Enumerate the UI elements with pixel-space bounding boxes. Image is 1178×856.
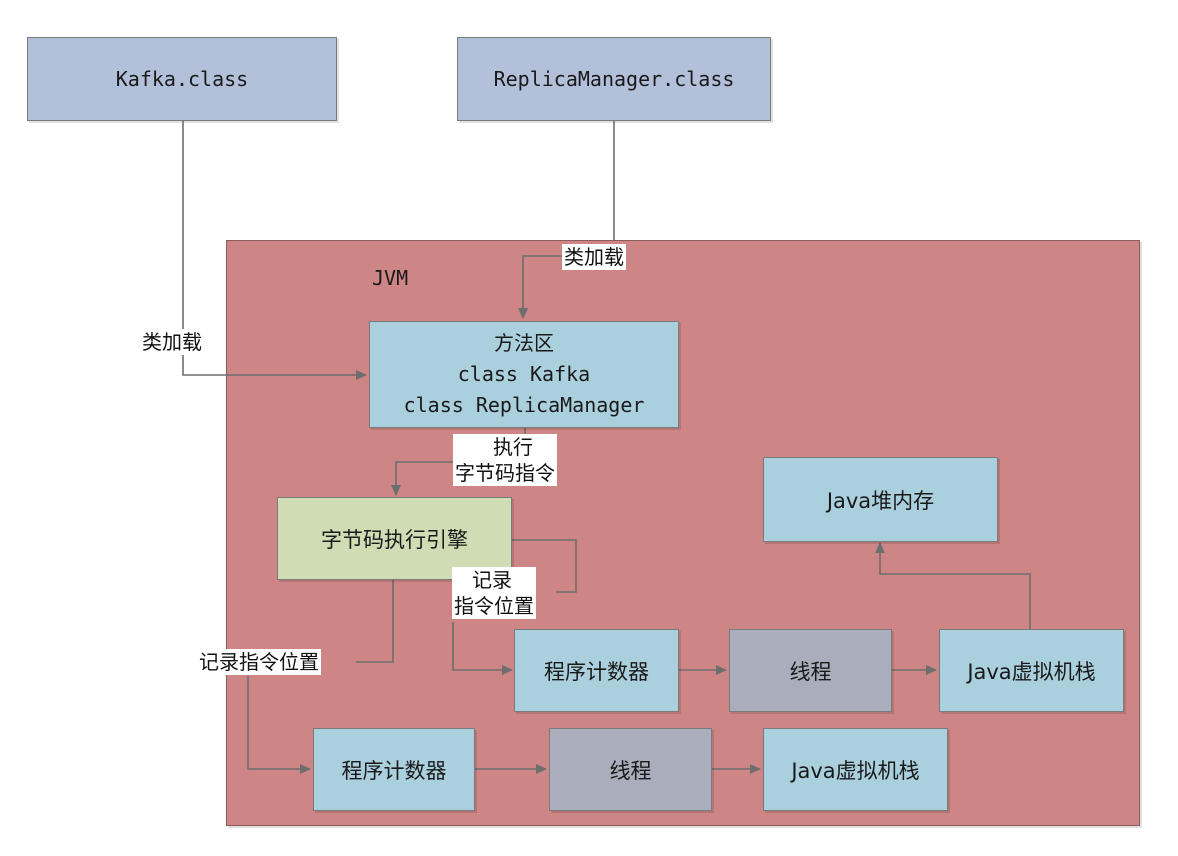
edge-kafka-to-method-area: [182, 121, 367, 380]
edge-label-execute-line2: 字节码指令: [455, 461, 555, 485]
edge-engine-self-loop: [512, 539, 577, 593]
java-heap-label: Java堆内存: [826, 488, 935, 513]
edge-label-execute-line1: 执行: [493, 435, 533, 459]
bytecode-engine-label: 字节码执行引擎: [321, 527, 468, 552]
java-vm-stack-label-2: Java虚拟机栈: [791, 758, 920, 783]
java-vm-stack-box-1: Java虚拟机栈: [939, 629, 1124, 712]
thread-box-1: 线程: [729, 629, 892, 712]
edge-label-class-loading-top: 类加载: [562, 244, 626, 270]
edge-record-left-to-pc2: [247, 676, 311, 774]
method-area-title: 方法区: [494, 331, 554, 355]
kafka-class-label: Kafka.class: [115, 67, 249, 91]
edge-label-record-line1: 记录: [472, 568, 512, 592]
kafka-class-box: Kafka.class: [27, 37, 337, 121]
program-counter-label-1: 程序计数器: [544, 659, 649, 684]
edge-label-class-loading-left: 类加载: [140, 329, 204, 355]
java-vm-stack-box-2: Java虚拟机栈: [763, 728, 948, 811]
replica-manager-class-label: ReplicaManager.class: [493, 67, 735, 91]
method-area-class-replica-manager: class ReplicaManager: [403, 393, 645, 417]
method-area-box: 方法区 class Kafka class ReplicaManager: [369, 321, 679, 428]
edge-label-execute-bytecode: 执行 字节码指令: [453, 434, 557, 486]
program-counter-label-2: 程序计数器: [341, 758, 447, 783]
edge-label-record-left: 记录指令位置: [197, 649, 321, 675]
java-vm-stack-label-1: Java虚拟机栈: [967, 659, 1096, 684]
edge-label-record-line2: 指令位置: [454, 594, 534, 618]
java-heap-box: Java堆内存: [763, 457, 998, 542]
method-area-class-kafka: class Kafka: [457, 362, 591, 386]
thread-label-1: 线程: [789, 659, 832, 684]
replica-manager-class-box: ReplicaManager.class: [457, 37, 771, 121]
program-counter-box-2: 程序计数器: [313, 728, 475, 811]
jvm-label: JVM: [372, 266, 409, 290]
edge-stack1-to-heap: [875, 542, 1031, 629]
edge-replica-to-method-area: [518, 255, 562, 319]
bytecode-engine-box: 字节码执行引擎: [277, 497, 512, 580]
thread-label-2: 线程: [609, 758, 652, 783]
program-counter-box-1: 程序计数器: [514, 629, 679, 712]
edge-engine-to-record-left: [356, 580, 394, 663]
edge-engine-to-pc1: [452, 622, 513, 675]
thread-box-2: 线程: [549, 728, 712, 811]
edge-label-record-instruction: 记录 指令位置: [452, 567, 536, 619]
